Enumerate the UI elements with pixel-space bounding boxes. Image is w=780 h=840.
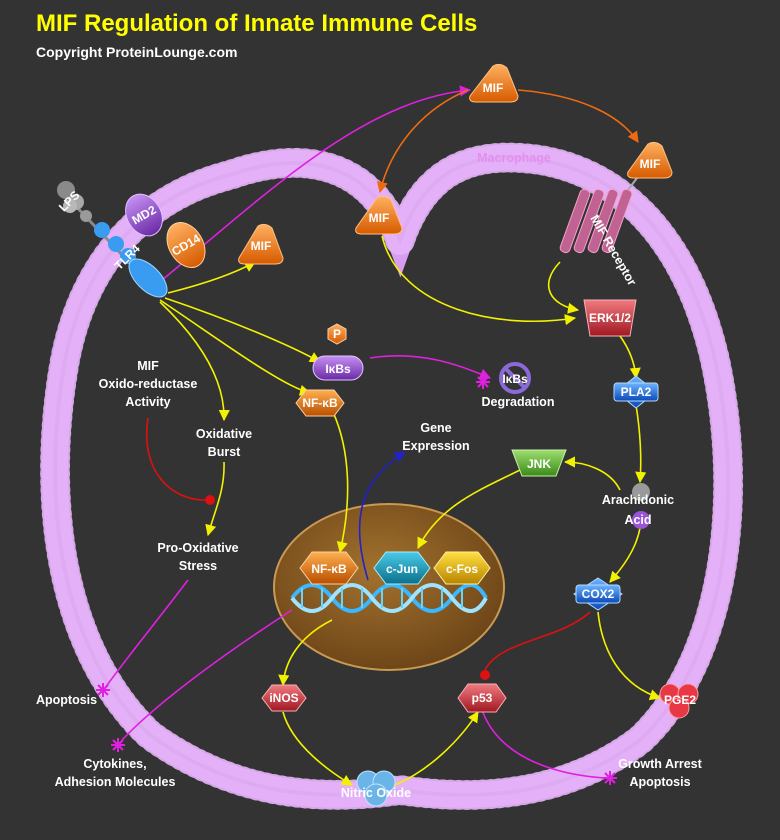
gene-expression-label-2: Expression	[402, 439, 469, 453]
inhibit-end-dot	[205, 495, 215, 505]
growth-arrest-label-2: Apoptosis	[629, 775, 690, 789]
erk-node: ERK1/2	[583, 299, 637, 337]
ikbs-label: IκBs	[325, 362, 351, 376]
arrow-oxidative-to-stress	[205, 461, 225, 537]
copyright-notice: Copyright ProteinLounge.com	[36, 44, 238, 60]
macrophage-label: Macrophage	[477, 151, 551, 165]
arrow-receptor-to-erk	[547, 261, 580, 314]
arrow-mif-notch-to-erk	[381, 235, 577, 326]
cox2-node: COX2	[573, 577, 623, 611]
jnk-label: JNK	[527, 457, 551, 471]
arrow-dna-to-cytokines	[121, 609, 293, 741]
arrow-stress-to-apoptosis	[104, 579, 189, 689]
arrow-tlr-to-nfkb	[159, 299, 312, 396]
erk-label: ERK1/2	[589, 311, 631, 325]
phospho-label: P	[333, 327, 341, 341]
growth-arrest-label-1: Growth Arrest	[618, 757, 702, 771]
arrow-no-to-p53	[394, 711, 479, 786]
arachidonic-acid-label-1: Arachidonic	[602, 493, 674, 507]
mif-left-node: MIF	[238, 223, 284, 265]
cytokines-label-1: Cytokines,	[83, 757, 146, 771]
jnk-node: JNK	[511, 449, 567, 477]
inhibit-mif-oxido-to-burst	[145, 417, 206, 501]
p53-node: p53	[457, 683, 507, 713]
arrow-cox2-to-pge2	[597, 611, 662, 701]
arachidonic-acid-icon	[632, 483, 650, 529]
mif-right-label: MIF	[640, 157, 661, 171]
arrow-pla2-to-arachidonic	[635, 404, 647, 484]
cd14-protein: CD14	[166, 222, 206, 268]
ikbs-degraded-node: IκBs	[499, 362, 531, 394]
nucleus-cfos-label: c-Fos	[446, 562, 478, 576]
asterisk-icon	[96, 683, 110, 697]
arrow-tlr-to-ikbs	[164, 297, 321, 363]
mif-notch-node: MIF	[355, 195, 403, 235]
inhibit-end-dot	[480, 670, 490, 680]
phospho-node: P	[327, 323, 347, 345]
arrow-ikbs-to-degradation	[369, 355, 492, 380]
mif-top-node: MIF	[469, 63, 519, 103]
asterisk-icon	[476, 375, 490, 389]
pge2-label: PGE2	[664, 693, 696, 707]
nucleus-cfos-node: c-Fos	[433, 551, 491, 585]
mif-oxido-label-2: Oxido-reductase	[99, 377, 198, 391]
dna-helix-icon	[290, 583, 488, 613]
cytokines-label-2: Adhesion Molecules	[55, 775, 176, 789]
nucleus-nfkb-label: NF-κB	[311, 562, 347, 576]
md2-protein: MD2	[125, 193, 163, 237]
mif-right-node: MIF	[627, 141, 673, 179]
arrow-mif-top-to-right	[517, 89, 639, 143]
arrow-nucleus-to-gene-expression	[358, 451, 406, 581]
p53-label: p53	[472, 691, 493, 705]
nfkb-node: NF-κB	[295, 389, 345, 417]
nfkb-label: NF-κB	[302, 396, 338, 410]
arrow-inos-to-no	[282, 711, 353, 786]
mif-oxido-label-1: MIF	[137, 359, 159, 373]
nitric-oxide-icon	[356, 770, 396, 807]
nucleus-cjun-label: c-Jun	[386, 562, 418, 576]
arrow-jnk-to-cjun	[417, 469, 521, 549]
mif-receptor: MIF Receptor	[559, 173, 641, 288]
asterisk-icon	[111, 738, 125, 752]
asterisk-icon	[603, 771, 617, 785]
oxidative-burst-label-2: Burst	[208, 445, 241, 459]
apoptosis-label: Apoptosis	[36, 693, 97, 707]
arrow-arachidonic-to-jnk	[563, 456, 621, 491]
arrow-tlr-to-mif-left	[167, 261, 256, 294]
nitric-oxide-label: Nitric Oxide	[341, 786, 411, 800]
degradation-label: Degradation	[482, 395, 555, 409]
mif-left-label: MIF	[251, 239, 272, 253]
ikbs-degraded-label: IκBs	[502, 372, 528, 386]
arrow-tlr-to-oxidative	[159, 301, 230, 422]
pge2-node: PGE2	[659, 683, 699, 719]
mif-oxido-label-3: Activity	[125, 395, 170, 409]
pla2-node: PLA2	[613, 375, 659, 409]
arachidonic-acid-label-2: Acid	[624, 513, 651, 527]
gene-expression-label-1: Gene	[420, 421, 451, 435]
arrow-erk-to-pla2	[619, 335, 641, 380]
oxidative-burst-label-1: Oxidative	[196, 427, 252, 441]
arrow-nucleus-to-inos	[278, 619, 333, 687]
pro-oxidative-label-2: Stress	[179, 559, 217, 573]
nucleus-cjun-node: c-Jun	[373, 551, 431, 585]
ikbs-node: IκBs	[312, 355, 364, 381]
mif-top-label: MIF	[483, 81, 504, 95]
page-title: MIF Regulation of Innate Immune Cells	[36, 10, 478, 37]
inos-label: iNOS	[269, 691, 298, 705]
nucleus-nfkb-node: NF-κB	[299, 551, 359, 585]
pro-oxidative-label-1: Pro-Oxidative	[157, 541, 238, 555]
arrow-p53-to-growth	[481, 709, 606, 779]
arrow-nfkb-to-nucleus	[332, 411, 349, 554]
inhibit-cox2-to-p53	[484, 611, 591, 671]
arrow-mif-top-to-notch	[376, 89, 469, 194]
cox2-label: COX2	[582, 587, 615, 601]
mif-notch-label: MIF	[369, 211, 390, 225]
inos-node: iNOS	[261, 684, 307, 712]
cell-membrane-outer	[42, 144, 742, 808]
arrow-arachidonic-to-cox2	[609, 527, 641, 583]
lps-molecule: LPS	[56, 181, 84, 214]
pla2-label: PLA2	[621, 385, 652, 399]
